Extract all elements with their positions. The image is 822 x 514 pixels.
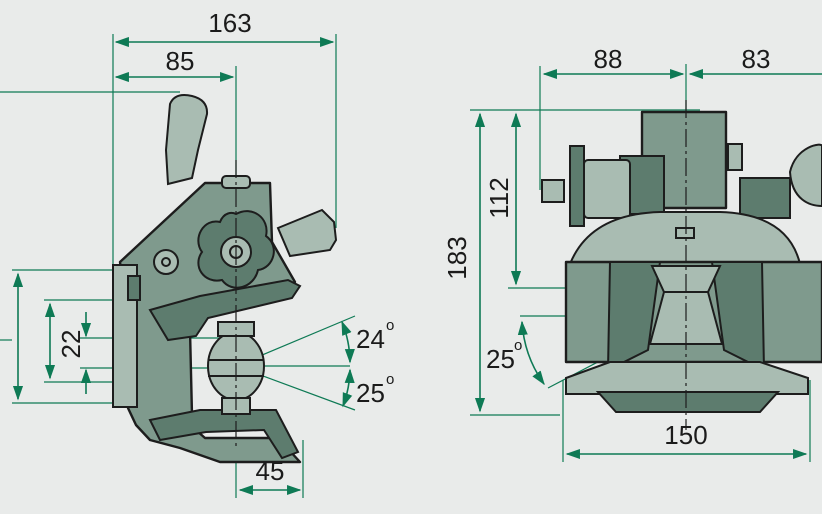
label-85: 85 xyxy=(166,46,195,76)
label-25: 25 xyxy=(356,378,385,408)
spring-stud xyxy=(276,208,338,258)
dim-arc-25-front xyxy=(517,320,545,386)
label-183: 183 xyxy=(442,236,472,279)
spring-housing xyxy=(739,177,791,219)
lever-handle xyxy=(164,94,209,186)
label-163: 163 xyxy=(208,8,251,38)
right-rib xyxy=(710,261,766,372)
arch-lug xyxy=(675,227,695,239)
dim-arc-25 xyxy=(342,368,355,408)
pivot-pin-center xyxy=(161,257,171,267)
right-knob xyxy=(788,143,822,208)
label-25-front-degree: o xyxy=(514,337,522,354)
lower-plate xyxy=(595,391,781,413)
label-25-front: 25 xyxy=(486,344,515,374)
label-45: 45 xyxy=(256,456,285,486)
dim-arc-24 xyxy=(341,320,355,364)
label-150: 150 xyxy=(664,420,707,450)
label-24: 24 xyxy=(356,324,385,354)
pivot-pin xyxy=(153,249,179,275)
lower-base xyxy=(565,361,809,395)
label-112: 112 xyxy=(484,177,514,218)
side-bolt xyxy=(541,179,565,203)
housing-flange xyxy=(569,145,585,227)
label-25-degree: o xyxy=(386,371,394,388)
upper-jaw xyxy=(148,278,302,342)
label-24-degree: o xyxy=(386,317,394,334)
label-83: 83 xyxy=(742,44,771,74)
label-22: 22 xyxy=(56,330,86,359)
housing-side-box xyxy=(583,159,631,219)
label-88: 88 xyxy=(594,44,623,74)
front-view: 88 83 183 112 25 o 150 xyxy=(442,44,822,462)
left-rib xyxy=(606,261,662,372)
side-view: 163 85 22 45 24 o 25 o xyxy=(0,8,394,498)
side-plate-slot xyxy=(127,275,141,301)
top-stud xyxy=(727,143,743,171)
